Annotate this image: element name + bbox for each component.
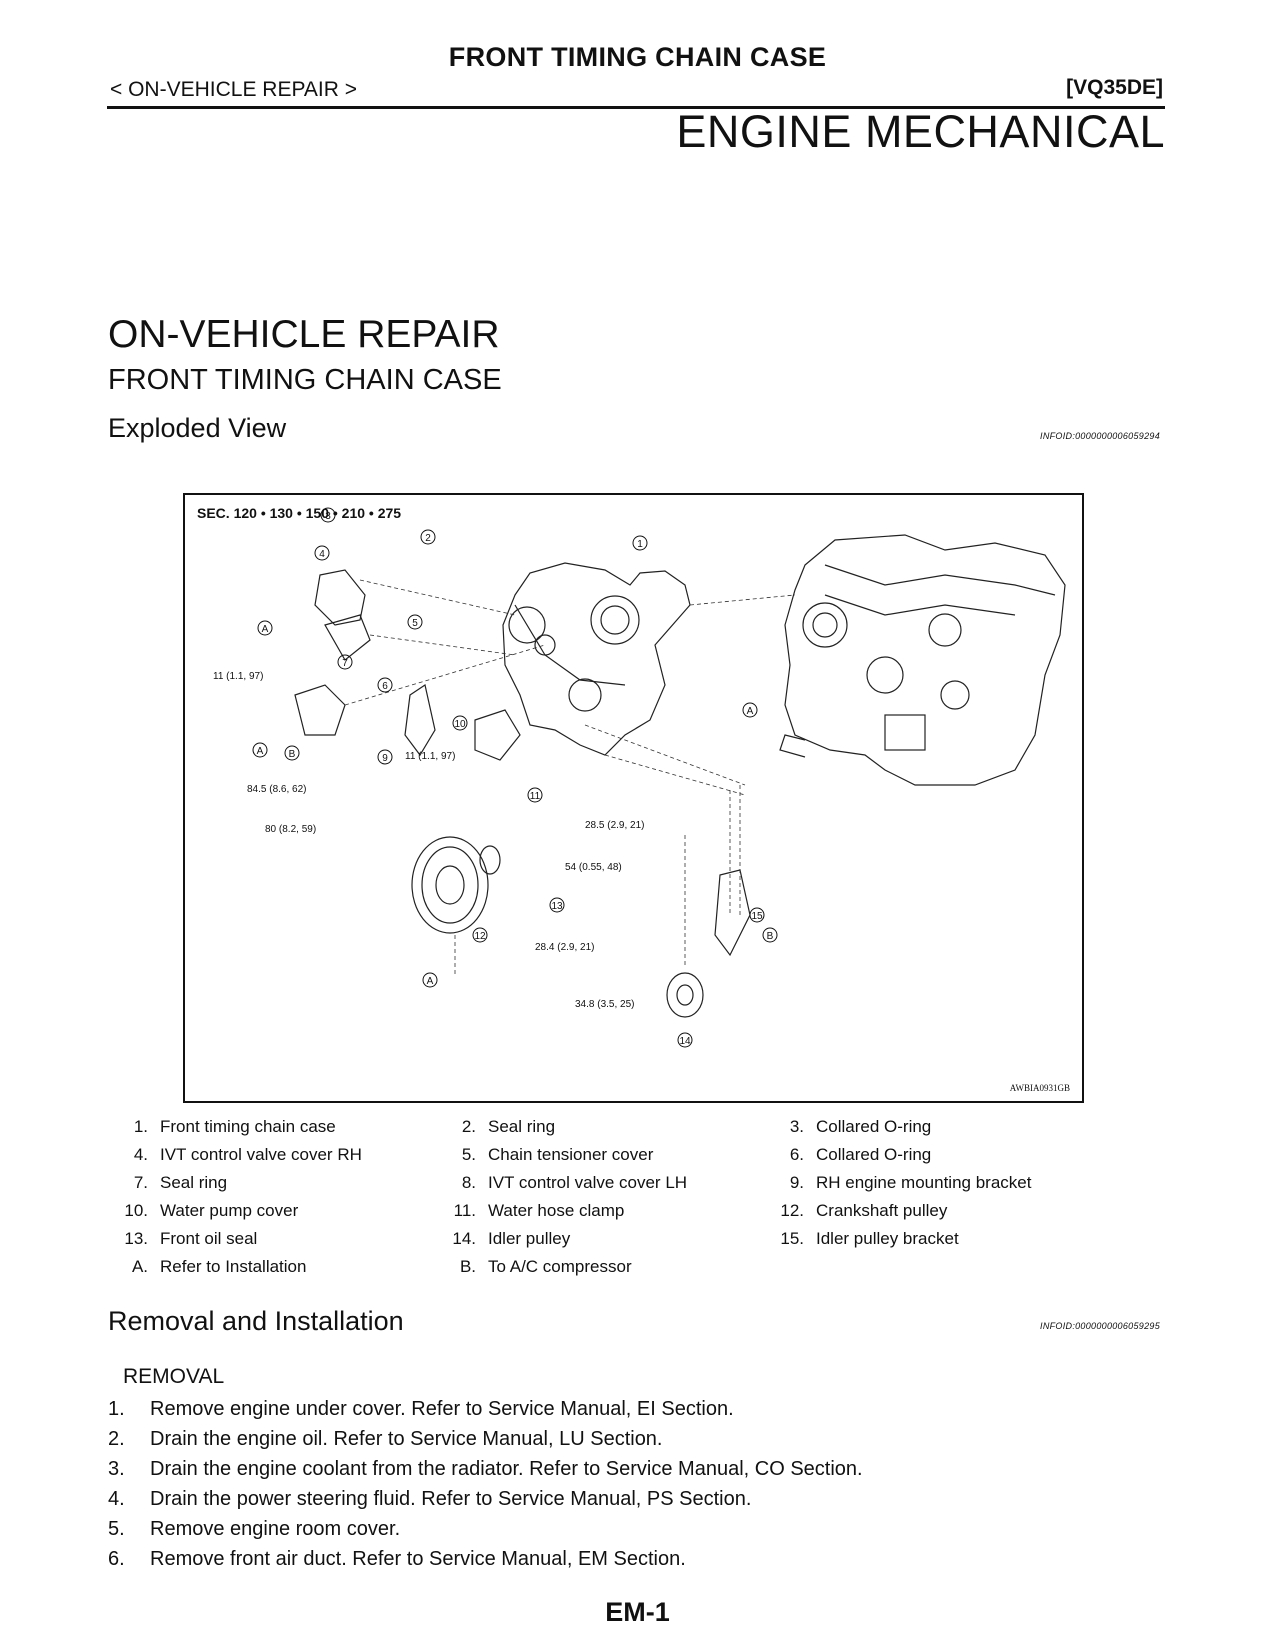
svg-text:A: A xyxy=(427,976,434,987)
callout-marker: 3 xyxy=(320,507,336,523)
svg-text:3: 3 xyxy=(325,511,331,522)
callout-marker: B xyxy=(762,927,778,943)
svg-text:9: 9 xyxy=(382,753,388,764)
exploded-view-heading: Exploded View xyxy=(108,413,287,443)
removal-step: 5.Remove engine room cover. xyxy=(108,1518,401,1540)
breadcrumb: < ON-VEHICLE REPAIR > xyxy=(110,78,358,101)
callout-marker: 4 xyxy=(314,545,330,561)
torque-label: 34.8 (3.5, 25) xyxy=(575,999,634,1010)
sub-heading: FRONT TIMING CHAIN CASE xyxy=(108,364,502,396)
torque-label: 54 (0.55, 48) xyxy=(565,862,622,873)
svg-text:6: 6 xyxy=(382,681,388,692)
removal-step: 6.Remove front air duct. Refer to Servic… xyxy=(108,1548,686,1570)
torque-label: 11 (1.1, 97) xyxy=(405,751,455,762)
page-header-title: FRONT TIMING CHAIN CASE xyxy=(448,42,827,72)
section-reference-label: SEC. 120 • 130 • 150 • 210 • 275 xyxy=(197,505,402,521)
svg-text:5: 5 xyxy=(412,618,418,629)
callout-marker: 13 xyxy=(549,897,565,913)
svg-text:B: B xyxy=(767,931,774,942)
svg-text:13: 13 xyxy=(551,901,563,912)
svg-text:12: 12 xyxy=(474,931,486,942)
removal-step: 2.Drain the engine oil. Refer to Service… xyxy=(108,1428,663,1450)
callout-marker: 11 xyxy=(527,787,543,803)
svg-text:A: A xyxy=(747,706,754,717)
callout-marker: 15 xyxy=(749,907,765,923)
callout-marker: 10 xyxy=(452,715,468,731)
callout-marker: 14 xyxy=(677,1032,693,1048)
callout-marker: 5 xyxy=(407,614,423,630)
exploded-view-figure: 3 4 2 1 5 7 6 10 9 xyxy=(183,493,1084,1103)
page-number: EM-1 xyxy=(605,1597,670,1627)
torque-label: 28.5 (2.9, 21) xyxy=(585,820,644,831)
removal-step: 1.Remove engine under cover. Refer to Se… xyxy=(108,1398,734,1420)
svg-text:10: 10 xyxy=(454,719,466,730)
callout-marker: A xyxy=(257,620,273,636)
callout-marker: A xyxy=(422,972,438,988)
callout-marker: A xyxy=(252,742,268,758)
svg-text:1: 1 xyxy=(637,539,643,550)
callout-marker: 9 xyxy=(377,749,393,765)
exploded-view-info-id: INFOID:0000000006059294 xyxy=(1040,431,1160,441)
removal-subheading: REMOVAL xyxy=(123,1365,225,1388)
callout-marker: 2 xyxy=(420,529,436,545)
svg-text:7: 7 xyxy=(342,658,348,669)
svg-text:B: B xyxy=(289,749,296,760)
removal-info-id: INFOID:0000000006059295 xyxy=(1040,1321,1160,1331)
figure-code: AWBIA0931GB xyxy=(1009,1083,1070,1093)
torque-label: 11 (1.1, 97) xyxy=(213,671,263,682)
engine-model-label: [VQ35DE] xyxy=(1066,76,1163,99)
svg-text:A: A xyxy=(257,746,264,757)
svg-text:4: 4 xyxy=(319,549,325,560)
torque-label: 80 (8.2, 59) xyxy=(265,824,316,835)
svg-text:14: 14 xyxy=(679,1036,691,1047)
callout-marker: 6 xyxy=(377,677,393,693)
svg-text:15: 15 xyxy=(751,911,763,922)
svg-text:11: 11 xyxy=(530,791,541,802)
torque-label: 84.5 (8.6, 62) xyxy=(247,784,306,795)
callout-marker: B xyxy=(284,745,300,761)
torque-label: 28.4 (2.9, 21) xyxy=(535,942,594,953)
svg-text:2: 2 xyxy=(425,533,431,544)
header-divider xyxy=(107,106,1165,109)
callout-marker: 12 xyxy=(472,927,488,943)
exploded-view-drawing: 3 4 2 1 5 7 6 10 9 xyxy=(213,507,1066,1048)
svg-text:A: A xyxy=(262,624,269,635)
callout-marker: 7 xyxy=(337,654,353,670)
callout-marker: A xyxy=(742,702,758,718)
removal-step: 3.Drain the engine coolant from the radi… xyxy=(108,1458,863,1480)
removal-step: 4.Drain the power steering fluid. Refer … xyxy=(108,1488,752,1510)
main-heading: ON-VEHICLE REPAIR xyxy=(108,313,500,356)
callout-marker: 1 xyxy=(632,535,648,551)
removal-installation-heading: Removal and Installation xyxy=(108,1306,404,1336)
section-title: ENGINE MECHANICAL xyxy=(676,106,1165,157)
